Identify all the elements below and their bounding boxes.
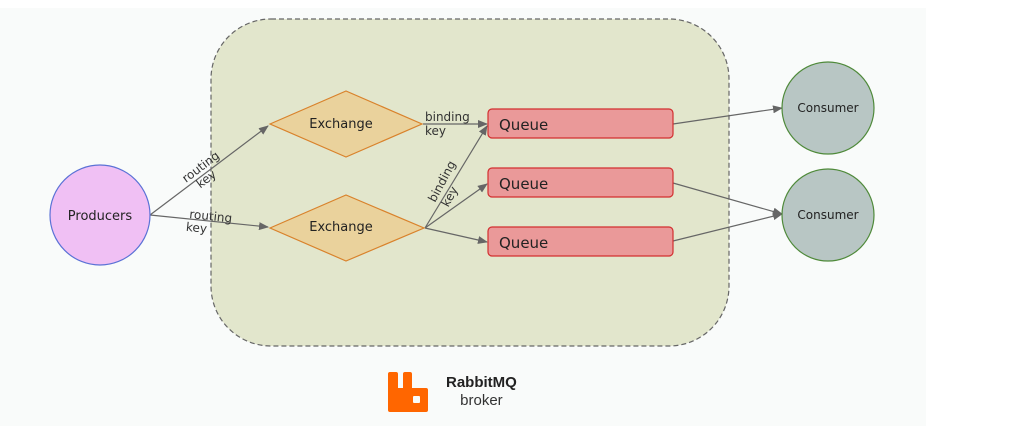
svg-text:key: key	[425, 124, 446, 138]
edge-queue-2-consumer-2	[672, 182, 783, 216]
edge-exchange-2-queue-3	[424, 227, 488, 244]
svg-text:key: key	[185, 220, 207, 236]
binding-key-label-1: binding key	[425, 110, 470, 138]
edge-queue-1-consumer-1	[672, 105, 783, 125]
queue-node-1[interactable]: Queue	[487, 108, 674, 139]
svg-text:binding: binding	[425, 110, 470, 124]
queue-label-1: Queue	[499, 116, 548, 134]
producers-label: Producers	[68, 209, 133, 224]
queue-node-3[interactable]: Queue	[487, 226, 674, 257]
queue-label-3: Queue	[499, 234, 548, 252]
queue-label-2: Queue	[499, 175, 548, 193]
rabbitmq-brand: RabbitMQ broker	[386, 370, 517, 414]
edge-exchange-2-queue-2	[424, 183, 488, 229]
brand-subtitle: broker	[460, 392, 503, 409]
consumer-label-1: Consumer	[797, 101, 858, 115]
exchange-label-2: Exchange	[309, 220, 373, 235]
edge-queue-3-consumer-2	[672, 212, 783, 242]
exchange-node-1[interactable]: Exchange	[268, 90, 424, 158]
edge-exchange-2-queue-1	[424, 125, 488, 229]
edge-producers-exchange-1	[149, 125, 269, 216]
exchange-label-1: Exchange	[309, 117, 373, 132]
rabbitmq-logo-icon	[388, 372, 428, 412]
routing-key-label-2: routing key	[185, 207, 233, 236]
consumer-label-2: Consumer	[797, 208, 858, 222]
brand-name: RabbitMQ	[446, 374, 517, 391]
producers-node[interactable]: Producers	[49, 164, 151, 266]
consumer-node-1[interactable]: Consumer	[781, 61, 875, 155]
edge-producers-exchange-2	[149, 214, 269, 231]
queue-node-2[interactable]: Queue	[487, 167, 674, 198]
consumer-node-2[interactable]: Consumer	[781, 168, 875, 262]
svg-text:routing: routing	[189, 207, 233, 225]
exchange-node-2[interactable]: Exchange	[268, 194, 426, 262]
